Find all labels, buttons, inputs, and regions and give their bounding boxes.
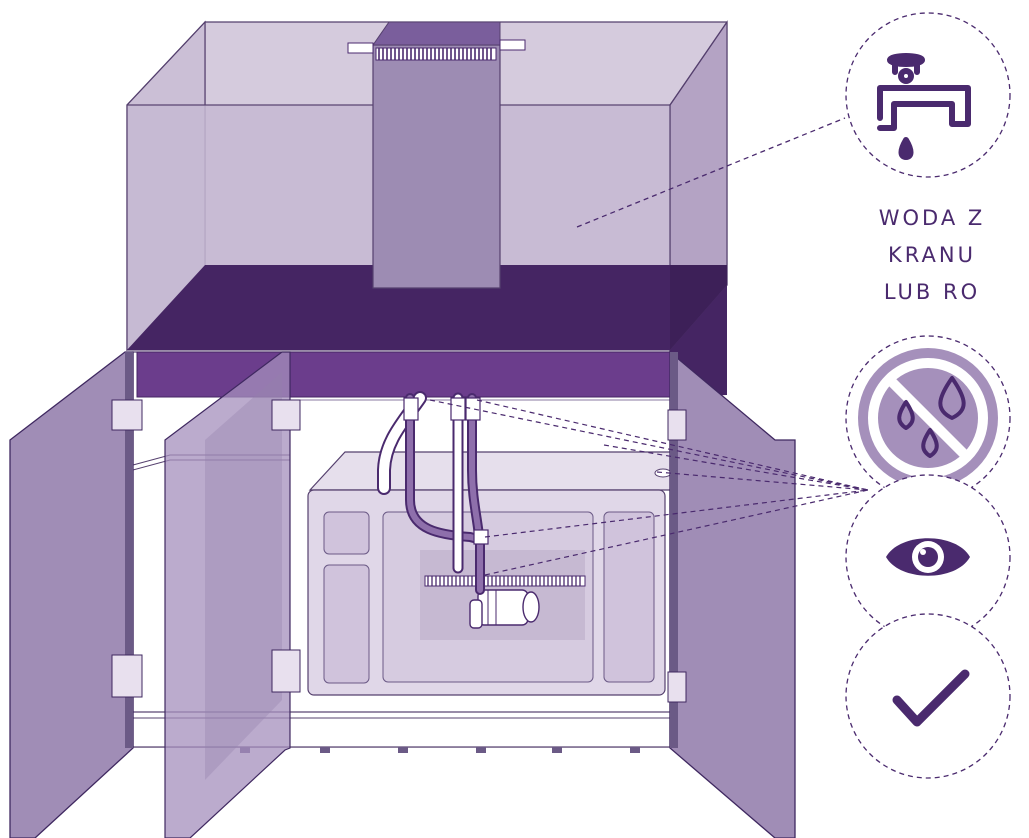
overflow-box	[348, 22, 525, 288]
water-source-line-2: LUB RO	[835, 274, 1029, 311]
cabinet-top-strip	[137, 352, 670, 397]
water-source-line-1: WODA Z KRANU	[835, 200, 1029, 274]
water-source-caption: WODA Z KRANU LUB RO	[835, 200, 1029, 311]
right-door	[670, 352, 795, 838]
faucet-circle	[846, 13, 1010, 177]
check-circle	[846, 614, 1010, 778]
sump-tank	[308, 452, 690, 695]
